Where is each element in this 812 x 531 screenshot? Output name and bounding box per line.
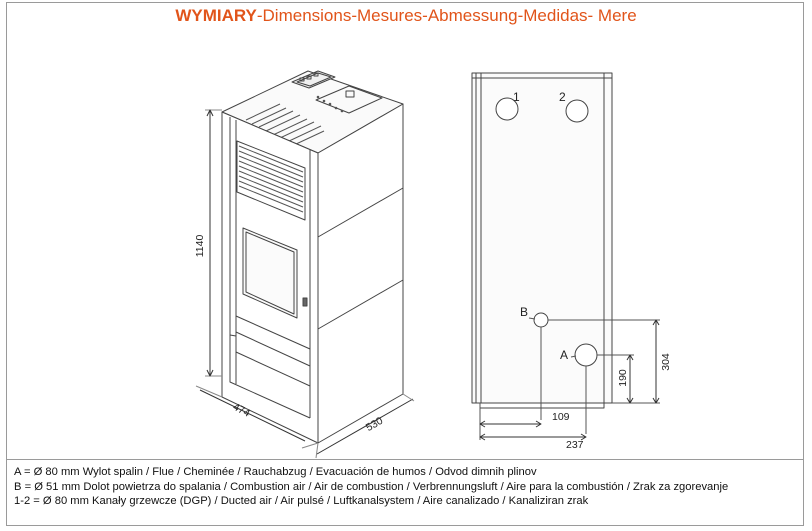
legend-line-b: B = Ø 51 mm Dolot powietrza do spalania … — [14, 480, 729, 493]
legend: A = Ø 80 mm Wylot spalin / Flue / Chemin… — [14, 465, 728, 509]
outlet-1-label: 1 — [513, 90, 520, 104]
title-bold: WYMIARY — [175, 6, 257, 25]
outlet-2-circle — [565, 99, 589, 123]
legend-separator — [6, 459, 804, 460]
title-rest: -Dimensions-Mesures-Abmessung-Medidas- M… — [256, 6, 637, 25]
dimension-109: 109 — [552, 411, 570, 423]
dimension-304: 304 — [660, 353, 672, 371]
legend-line-1-2: 1-2 = Ø 80 mm Kanały grzewcze (DGP) / Du… — [14, 495, 589, 508]
legend-line-a: A = Ø 80 mm Wylot spalin / Flue / Chemin… — [14, 466, 537, 478]
border-frame — [6, 2, 804, 526]
outlet-1-circle — [495, 97, 519, 121]
dimension-237: 237 — [566, 439, 584, 451]
stove-3d-view — [195, 70, 415, 459]
dimension-190: 190 — [617, 369, 629, 387]
width-dimension: 530 — [364, 415, 385, 434]
outlet-2-label: 2 — [559, 90, 566, 104]
inlet-b-label: B — [520, 305, 528, 319]
page-title: WYMIARY-Dimensions-Mesures-Abmessung-Med… — [0, 6, 812, 26]
flue-a-label: A — [560, 348, 568, 362]
inlet-b-circle — [533, 312, 549, 328]
flue-a-circle — [574, 343, 598, 367]
height-dimension: 1140 — [194, 235, 206, 258]
stove-rear-view — [471, 72, 660, 441]
